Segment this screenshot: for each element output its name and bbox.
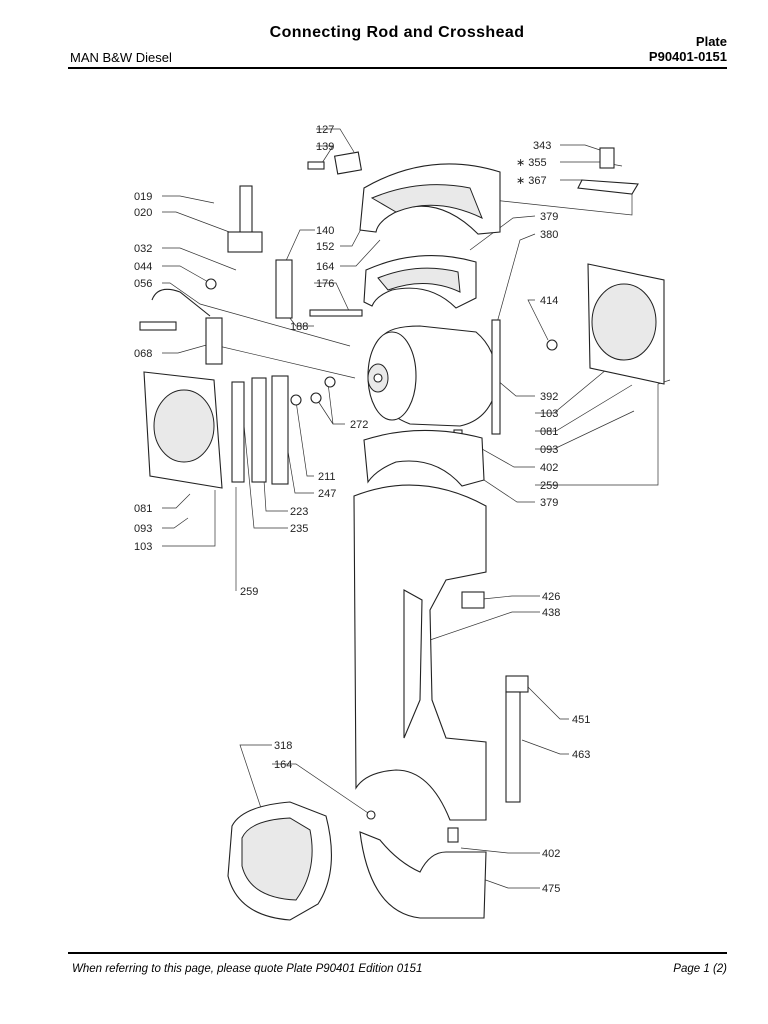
callout-label: 081 bbox=[540, 426, 558, 438]
footer-rule bbox=[68, 952, 727, 954]
connecting-rod bbox=[353, 484, 529, 843]
plate-label: Plate bbox=[695, 34, 727, 49]
callout-label: 475 bbox=[542, 883, 560, 895]
callout-label: 093 bbox=[540, 444, 558, 456]
crankpin-bearing-cap bbox=[227, 801, 487, 921]
callout-label: 438 bbox=[542, 607, 560, 619]
callout-label: 188 bbox=[290, 321, 308, 333]
callout-label: 103 bbox=[134, 541, 152, 553]
callout-label: 392 bbox=[540, 391, 558, 403]
callout-label: 379 bbox=[540, 497, 558, 509]
callout-label: ∗ 355 bbox=[516, 157, 547, 169]
callout-label: 081 bbox=[134, 503, 152, 515]
callout-label: 056 bbox=[134, 278, 152, 290]
callout-label: 019 bbox=[134, 191, 152, 203]
callout-label: 103 bbox=[540, 408, 558, 420]
callout-label: 235 bbox=[290, 523, 308, 535]
reference-note: When referring to this page, please quot… bbox=[72, 963, 423, 975]
callout-label: 414 bbox=[540, 295, 558, 307]
callout-label: 211 bbox=[318, 471, 336, 483]
callout-label: 343 bbox=[533, 140, 551, 152]
callout-label: ∗ 367 bbox=[516, 175, 547, 187]
callout-label: 152 bbox=[316, 241, 334, 253]
callout-label: 379 bbox=[540, 211, 558, 223]
callout-label: 044 bbox=[134, 261, 152, 273]
page-title: Connecting Rod and Crosshead bbox=[269, 24, 525, 41]
callout-label: 426 bbox=[542, 591, 560, 603]
callout-label: 451 bbox=[572, 714, 590, 726]
callout-label: 272 bbox=[350, 419, 368, 431]
callout-label: 176 bbox=[316, 278, 334, 290]
callout-label: 127 bbox=[316, 124, 334, 136]
callout-label: 402 bbox=[540, 462, 558, 474]
crosshead-pin bbox=[367, 325, 498, 427]
callout-label: 318 bbox=[274, 740, 292, 752]
callout-label: 020 bbox=[134, 207, 152, 219]
callout-label: 032 bbox=[134, 243, 152, 255]
studs bbox=[139, 147, 639, 445]
plate-number: P90401-0151 bbox=[648, 49, 727, 64]
lower-bearing-shell bbox=[363, 429, 485, 487]
callout-labels: 127 139 343 ∗ 355 ∗ 367 019 020 140 379 … bbox=[134, 124, 590, 895]
upper-bearing-shell bbox=[363, 255, 477, 309]
callout-label: 164 bbox=[316, 261, 334, 273]
callout-label: 139 bbox=[316, 141, 334, 153]
header-rule bbox=[68, 67, 727, 69]
page-indicator: Page 1 (2) bbox=[673, 963, 727, 975]
callout-label: 164 bbox=[274, 759, 292, 771]
callout-label: 259 bbox=[540, 480, 558, 492]
manufacturer-name: MAN B&W Diesel bbox=[70, 50, 172, 65]
callout-label: 068 bbox=[134, 348, 152, 360]
callout-label: 463 bbox=[572, 749, 590, 761]
callout-label: 402 bbox=[542, 848, 560, 860]
guide-shoe-left bbox=[143, 371, 289, 489]
crosshead-bearing-cap bbox=[307, 151, 501, 235]
callout-label: 259 bbox=[240, 586, 258, 598]
callout-label: 140 bbox=[316, 225, 334, 237]
callout-label: 247 bbox=[318, 488, 336, 500]
callout-label: 380 bbox=[540, 229, 558, 241]
guide-shoe-right bbox=[546, 263, 665, 385]
callout-label: 093 bbox=[134, 523, 152, 535]
callout-label: 223 bbox=[290, 506, 308, 518]
